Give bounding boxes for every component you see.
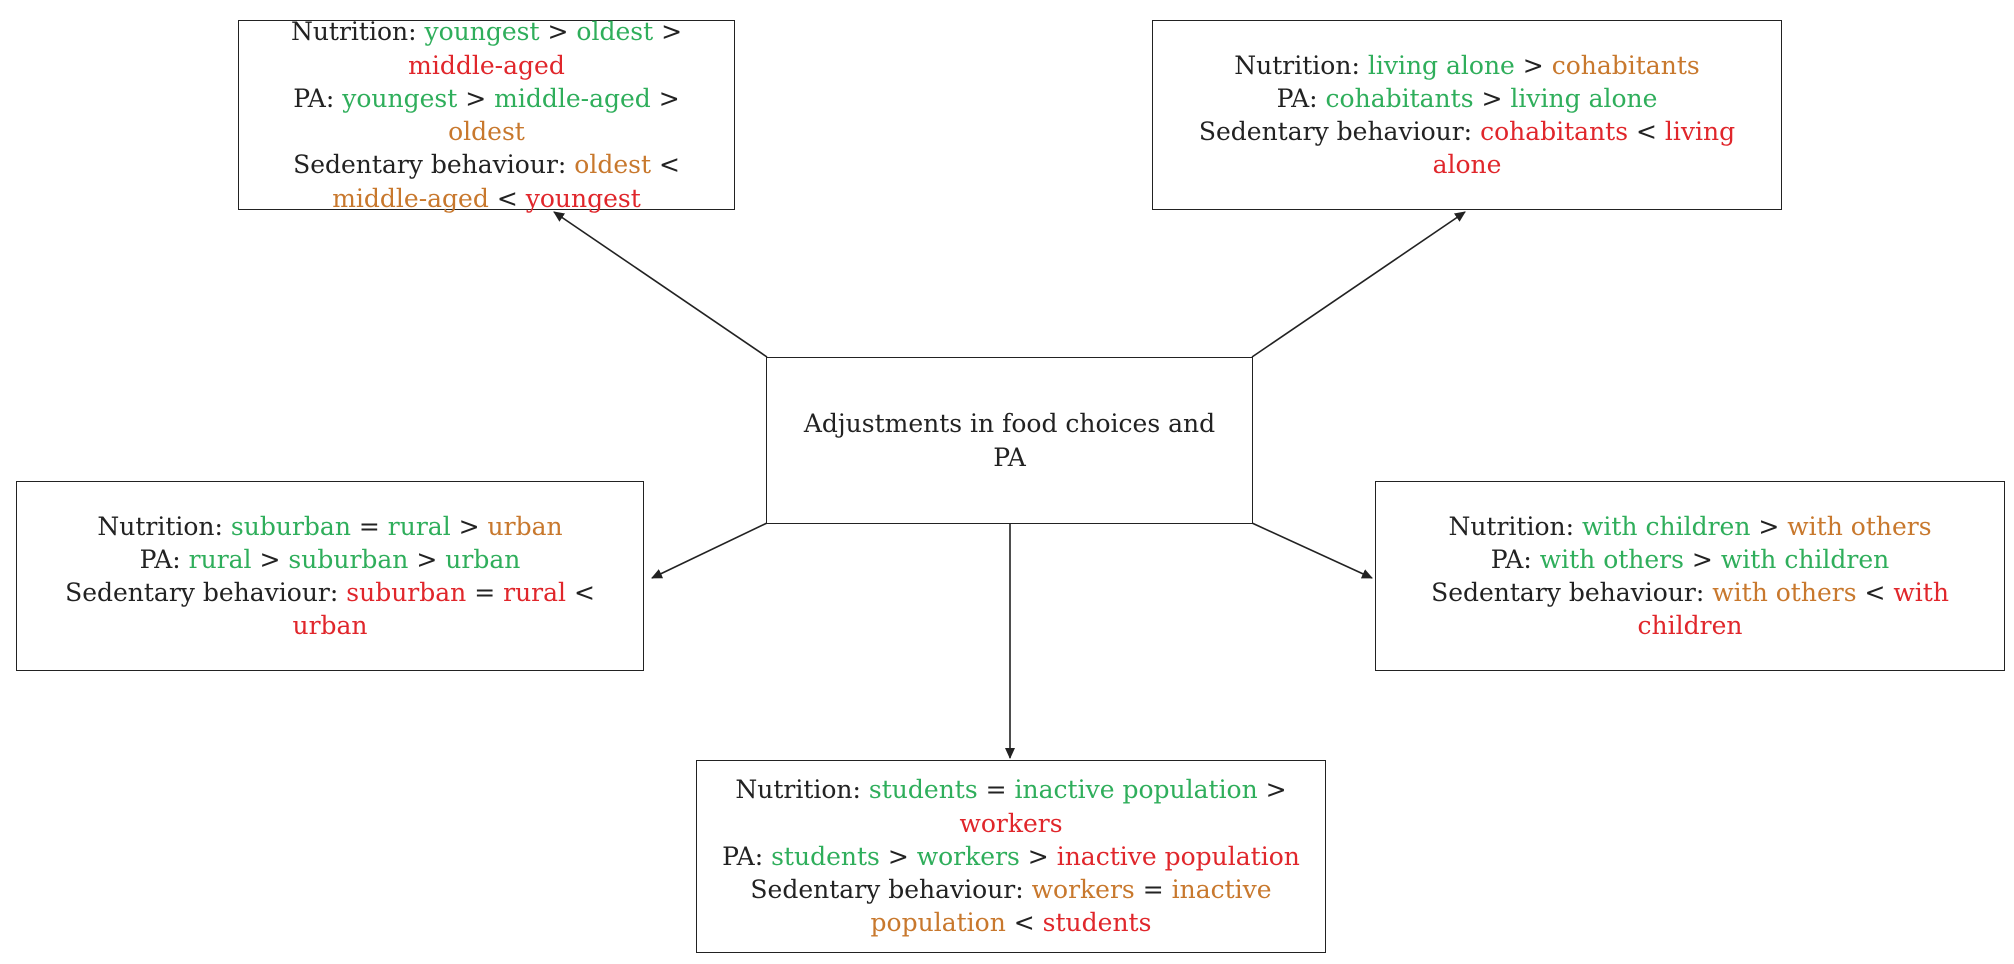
children-box: Nutrition: with children > with others P… <box>1375 481 2005 671</box>
arrow-to-age-box <box>553 211 768 358</box>
children-sedentary-line: Sedentary behaviour: with others < with … <box>1431 578 1949 641</box>
occupation-pa-line: PA: students > workers > inactive popula… <box>722 841 1300 871</box>
occupation-nutrition-line: Nutrition: students = inactive populatio… <box>735 775 1287 838</box>
living-box: Nutrition: living alone > cohabitants PA… <box>1152 20 1782 210</box>
age-sedentary-line: Sedentary behaviour: oldest < middle-age… <box>293 150 680 213</box>
living-pa-line: PA: cohabitants > living alone <box>1276 83 1658 113</box>
age-pa-line: PA: youngest > middle-aged > oldest <box>293 83 680 146</box>
children-pa-line: PA: with others > with children <box>1490 544 1890 574</box>
area-box: Nutrition: suburban = rural > urban PA: … <box>16 481 644 671</box>
area-nutrition-line: Nutrition: suburban = rural > urban <box>97 511 563 541</box>
living-nutrition-line: Nutrition: living alone > cohabitants <box>1234 50 1700 80</box>
area-sedentary-line: Sedentary behaviour: suburban = rural < … <box>65 578 595 641</box>
area-pa-line: PA: rural > suburban > urban <box>139 544 521 574</box>
age-nutrition-line: Nutrition: youngest > oldest > middle-ag… <box>290 17 683 80</box>
arrow-to-living-box <box>1251 211 1466 358</box>
arrow-to-area-box <box>651 522 768 579</box>
occupation-box: Nutrition: students = inactive populatio… <box>696 760 1326 953</box>
age-box: Nutrition: youngest > oldest > middle-ag… <box>238 17 735 213</box>
children-nutrition-line: Nutrition: with children > with others <box>1448 511 1932 541</box>
living-sedentary-line: Sedentary behaviour: cohabitants < livin… <box>1198 117 1736 180</box>
occupation-sedentary-line: Sedentary behaviour: workers = inactive … <box>750 875 1272 938</box>
center-box: Adjustments in food choices and PA <box>766 357 1253 524</box>
center-box-label: Adjustments in food choices and PA <box>803 409 1216 472</box>
arrow-to-children-box <box>1251 522 1373 579</box>
